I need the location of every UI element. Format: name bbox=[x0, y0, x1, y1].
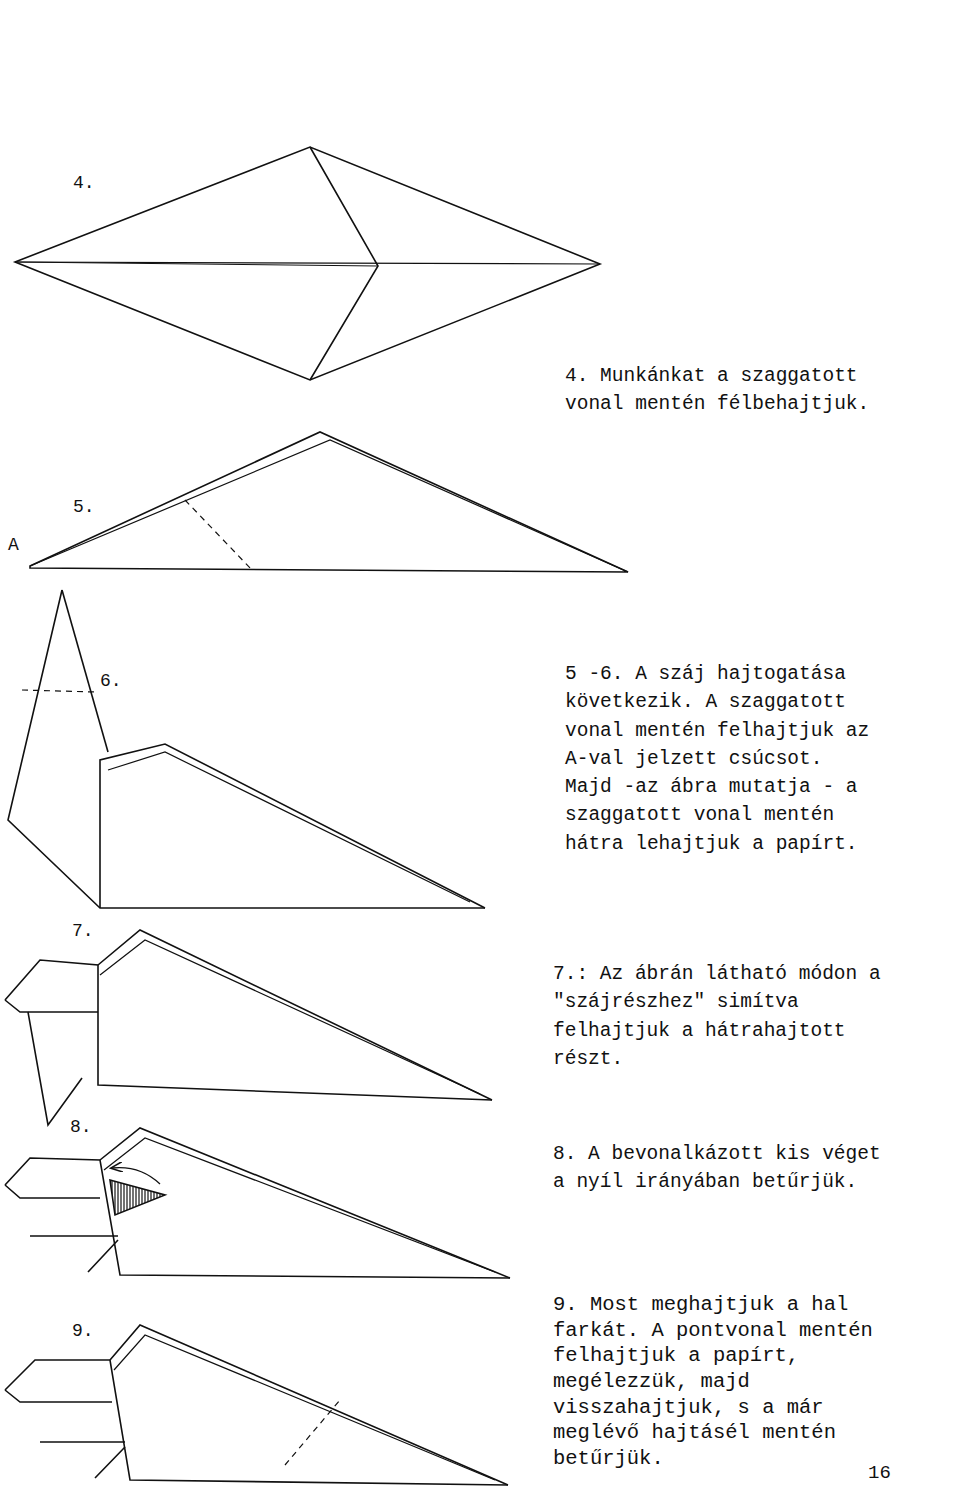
tuck-figure bbox=[5, 1128, 510, 1278]
flap-fold-figure bbox=[5, 930, 492, 1125]
step-number: 7. bbox=[72, 918, 94, 944]
mouth-fold-figure bbox=[8, 590, 485, 908]
step-number: 5. bbox=[73, 494, 95, 520]
folded-half-figure bbox=[30, 432, 628, 572]
step-number: 6. bbox=[100, 668, 122, 694]
tail-fold-figure bbox=[5, 1325, 508, 1485]
corner-letter: A bbox=[8, 532, 19, 558]
step-number: 9. bbox=[72, 1318, 94, 1344]
step-instruction: 5 -6. A száj hajtogatása következik. A s… bbox=[565, 660, 875, 858]
step-number: 8. bbox=[70, 1114, 92, 1140]
step-instruction: 8. A bevonalkázott kis véget a nyíl irán… bbox=[553, 1140, 883, 1197]
step-instruction: 7.: Az ábrán látható módon a "szájrészhe… bbox=[553, 960, 883, 1073]
step-instruction: 9. Most meghajtjuk a hal farkát. A pontv… bbox=[553, 1292, 893, 1471]
step-instruction: 4. Munkánkat a szaggatott vonal mentén f… bbox=[565, 362, 875, 419]
kite-figure bbox=[15, 147, 600, 380]
hatched-tip bbox=[110, 1180, 165, 1215]
page-number: 16 bbox=[868, 1460, 891, 1488]
step-number: 4. bbox=[73, 170, 95, 196]
